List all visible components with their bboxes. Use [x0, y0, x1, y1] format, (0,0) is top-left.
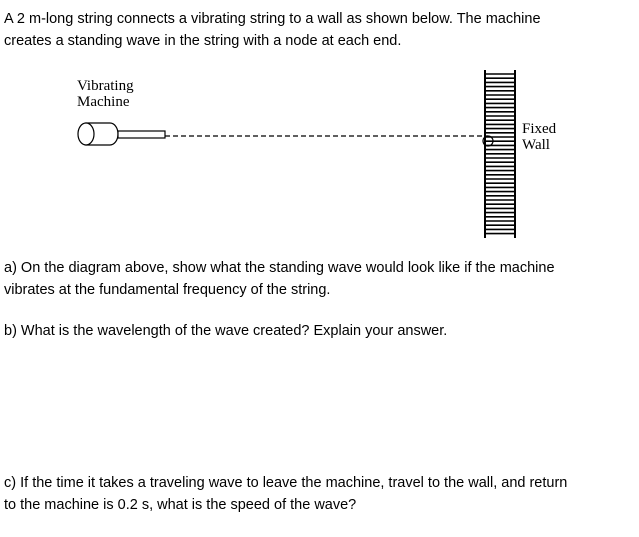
wall-label: Fixed Wall	[522, 121, 556, 153]
question-b: b) What is the wavelength of the wave cr…	[4, 320, 629, 342]
question-a: a) On the diagram above, show what the s…	[4, 257, 629, 301]
question-c-line-1: c) If the time it takes a traveling wave…	[4, 475, 568, 491]
question-a-line-2: vibrates at the fundamental frequency of…	[4, 282, 331, 298]
machine-label-line-1: Vibrating	[77, 78, 134, 94]
intro-line-2: creates a standing wave in the string wi…	[4, 33, 402, 49]
wall-label-line-2: Wall	[522, 137, 550, 153]
intro-line-1: A 2 m-long string connects a vibrating s…	[4, 11, 541, 27]
question-c: c) If the time it takes a traveling wave…	[4, 472, 634, 516]
intro-paragraph: A 2 m-long string connects a vibrating s…	[4, 8, 629, 52]
wall-label-line-1: Fixed	[522, 121, 557, 137]
diagram-drawing	[77, 70, 516, 238]
wall-hatching	[485, 73, 515, 235]
question-b-line-1: b) What is the wavelength of the wave cr…	[4, 323, 448, 339]
vibrating-machine-icon	[77, 122, 166, 146]
machine-label: Vibrating Machine	[77, 78, 134, 110]
question-c-line-2: to the machine is 0.2 s, what is the spe…	[4, 497, 357, 513]
string-diagram: Vibrating Machine Fixed Wall	[0, 0, 639, 260]
question-a-line-1: a) On the diagram above, show what the s…	[4, 260, 555, 276]
machine-label-line-2: Machine	[77, 94, 130, 110]
